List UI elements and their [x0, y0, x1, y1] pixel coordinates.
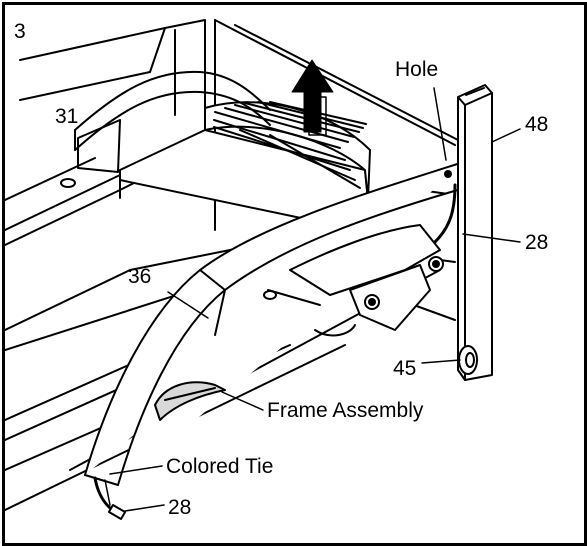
colored-tie-label: Colored Tie — [166, 455, 273, 478]
part-label-28-bottom: 28 — [168, 496, 191, 519]
colored-tie-wire — [93, 476, 127, 520]
wheel-45 — [458, 345, 478, 375]
frame-assembly-label: Frame Assembly — [267, 399, 424, 422]
upright-48 — [457, 84, 493, 381]
frame-assembly-shape — [154, 381, 226, 421]
leader-lines — [109, 87, 521, 512]
step-number: 3 — [14, 20, 26, 43]
part-label-48: 48 — [525, 113, 548, 136]
up-arrow-icon — [291, 59, 334, 136]
part-label-36: 36 — [128, 265, 151, 288]
hole-label: Hole — [395, 58, 438, 81]
bracket — [263, 224, 444, 337]
part-label-28-top: 28 — [525, 231, 548, 254]
part-label-45: 45 — [393, 357, 416, 380]
part-label-31: 31 — [55, 105, 78, 128]
motor-hood — [204, 101, 371, 201]
